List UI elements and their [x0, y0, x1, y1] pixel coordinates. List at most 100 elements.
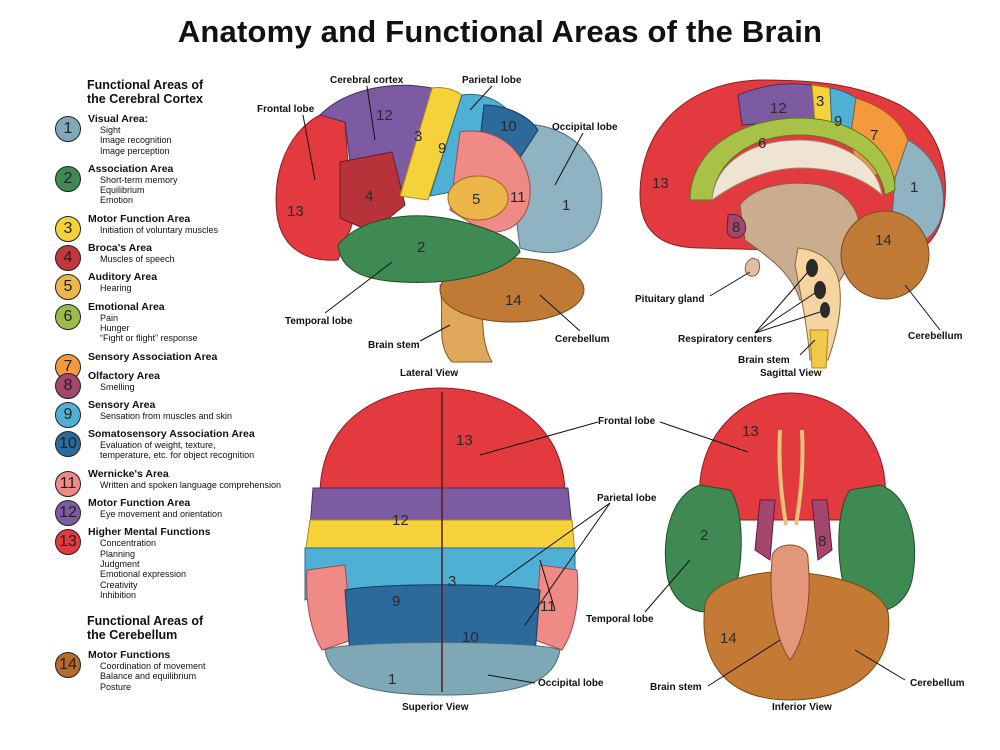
legend-area-name: Association Area — [88, 162, 174, 175]
inferior-area-8-right — [811, 499, 833, 561]
inferior-num-2: 2 — [700, 527, 708, 544]
superior-num-12: 12 — [392, 512, 409, 529]
legend-area-description: Hunger — [100, 322, 130, 333]
superior-area-11-right — [534, 564, 579, 651]
legend-area-description: Concentration — [100, 538, 157, 549]
legend-number-badge: 4 — [55, 245, 81, 272]
legend-area-description: Emotional expression — [100, 569, 187, 580]
legend-area-description: Sensation from muscles and skin — [100, 410, 233, 421]
legend-area-description: Creativity — [100, 579, 138, 590]
sagittal-label-respiratory: Respiratory centers — [678, 334, 772, 345]
sagittal-num-9: 9 — [834, 113, 842, 130]
legend-area-description: Written and spoken language comprehensio… — [100, 479, 281, 490]
superior-area-11-left — [306, 564, 353, 651]
legend-number-badge: 2 — [55, 165, 81, 192]
lateral-label-occipital: Occipital lobe — [552, 122, 618, 133]
lateral-caption: Lateral View — [400, 368, 458, 379]
inferior-label-temporal: Temporal lobe — [586, 614, 654, 625]
legend-number-badge: 11 — [55, 470, 81, 497]
legend-number-badge: 12 — [55, 500, 81, 527]
legend-area-name: Sensory Area — [88, 398, 156, 411]
superior-num-3: 3 — [448, 573, 456, 590]
legend-number-badge: 13 — [55, 529, 81, 556]
legend-area-name: Auditory Area — [88, 271, 158, 284]
lateral-area-13 — [275, 114, 353, 261]
inferior-num-8: 8 — [818, 533, 826, 550]
lateral-area-1 — [509, 123, 603, 254]
superior-caption: Superior View — [402, 702, 469, 713]
legend-area-name: Emotional Area — [88, 300, 165, 313]
sagittal-num-7: 7 — [870, 127, 878, 144]
inferior-num-13: 13 — [742, 423, 759, 440]
sagittal-pituitary — [744, 257, 761, 277]
inferior-area-2-left — [664, 484, 742, 613]
lateral-num-5: 5 — [472, 191, 480, 208]
lateral-label-frontal: Frontal lobe — [257, 104, 315, 115]
legend-area-description: Image perception — [100, 145, 170, 156]
legend-area-name: Motor Function Area — [88, 212, 191, 225]
sagittal-num-1: 1 — [910, 179, 918, 196]
legend-area-description: Planning — [100, 548, 136, 559]
sagittal-spinal — [809, 329, 829, 369]
sagittal-corpus — [711, 139, 883, 202]
legend-area-description: Eye movement and orientation — [100, 509, 223, 520]
lateral-area-2 — [337, 215, 521, 283]
legend-area-description: Equilibrium — [100, 185, 145, 196]
superior-num-9: 9 — [392, 593, 400, 610]
sagittal-num-13: 13 — [652, 175, 669, 192]
sagittal-num-3: 3 — [816, 93, 824, 110]
legend-number-badge: 14 — [55, 652, 81, 679]
lateral-label-temporal: Temporal lobe — [285, 316, 353, 327]
lateral-num-14: 14 — [505, 292, 522, 309]
lateral-label-parietal: Parietal lobe — [462, 75, 522, 86]
sagittal-num-12: 12 — [770, 100, 787, 117]
legend-area-name: Motor Function Area — [88, 497, 191, 510]
lateral-num-1: 1 — [562, 197, 570, 214]
legend-area-name: Wernicke's Area — [88, 467, 169, 480]
lateral-label-brainstem: Brain stem — [368, 340, 420, 351]
lateral-num-3: 3 — [414, 128, 422, 145]
legend-area-description: Short-term memory — [100, 174, 178, 185]
legend-area-description: Balance and equilibrium — [100, 671, 197, 682]
sagittal-num-14: 14 — [875, 232, 892, 249]
superior-label-frontal: Frontal lobe — [598, 416, 656, 427]
legend-number-badge: 10 — [55, 431, 81, 458]
inferior-area-13 — [699, 392, 886, 521]
lateral-num-9: 9 — [438, 140, 446, 157]
lateral-num-2: 2 — [417, 239, 425, 256]
sagittal-label-pituitary: Pituitary gland — [635, 294, 704, 305]
legend-number-badge: 5 — [55, 274, 81, 301]
sagittal-view: 13 12 3 9 7 6 1 8 14 Pituitary gland Res… — [635, 79, 963, 379]
page-title: Anatomy and Functional Areas of the Brai… — [177, 14, 823, 49]
legend-area-description: Emotion — [100, 195, 134, 206]
legend-heading-cerebellum: Functional Areas of the Cerebellum — [87, 614, 204, 643]
inferior-num-14: 14 — [720, 630, 737, 647]
superior-label-occipital: Occipital lobe — [538, 678, 604, 689]
inferior-optic-right — [794, 429, 805, 526]
inferior-view: 13 2 8 14 Temporal lobe Brain stem Cereb… — [586, 392, 965, 713]
lateral-num-12: 12 — [376, 107, 393, 124]
legend-number-badge: 6 — [55, 303, 81, 330]
lateral-area-10 — [479, 104, 539, 171]
sagittal-cerebellum — [840, 210, 930, 300]
sagittal-label-brainstem: Brain stem — [738, 355, 790, 366]
legend-area-description: Coordination of movement — [100, 661, 206, 672]
sagittal-respiratory-1 — [806, 259, 818, 277]
legend-area-name: Visual Area: — [88, 113, 149, 125]
legend-area-description: Judgment — [100, 558, 140, 569]
legend-area-description: temperature, etc. for object recognition — [100, 450, 255, 461]
superior-label-parietal: Parietal lobe — [597, 493, 657, 504]
lateral-num-4: 4 — [365, 188, 373, 205]
sagittal-area-6 — [689, 117, 896, 201]
superior-num-10: 10 — [462, 629, 479, 646]
sagittal-caption: Sagittal View — [760, 368, 822, 379]
inferior-area-8-left — [754, 499, 776, 561]
sagittal-num-6: 6 — [758, 135, 766, 152]
